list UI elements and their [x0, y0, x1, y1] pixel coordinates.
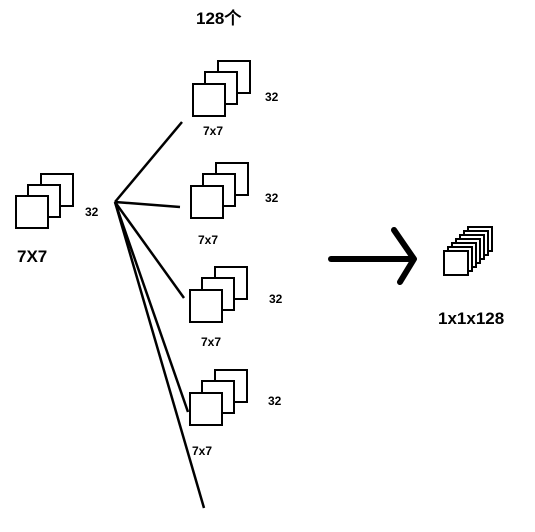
output-stack: [443, 226, 493, 276]
input-size-label: 7X7: [17, 247, 47, 266]
branch-3-depth-label: 32: [269, 292, 283, 306]
branch-2-stack: [190, 162, 249, 219]
branch-1-depth-label: 32: [265, 90, 279, 104]
branch-2-size-label: 7x7: [198, 233, 218, 247]
branch-1-size-label: 7x7: [203, 124, 223, 138]
branch-4-depth-label: 32: [268, 394, 282, 408]
arrow-right-icon: [328, 227, 417, 285]
branch-1-stack: [192, 60, 251, 117]
branch-4-stack: [189, 369, 248, 426]
output-size-label: 1x1x128: [438, 309, 504, 328]
top-label: 128个: [196, 8, 242, 28]
fan-out-lines: [113, 121, 206, 509]
branch-4-size-label: 7x7: [192, 444, 212, 458]
branch-2-depth-label: 32: [265, 191, 279, 205]
input-stack: [15, 173, 74, 229]
input-depth-label: 32: [85, 205, 99, 219]
branch-3-stack: [189, 266, 248, 323]
branch-3-size-label: 7x7: [201, 335, 221, 349]
